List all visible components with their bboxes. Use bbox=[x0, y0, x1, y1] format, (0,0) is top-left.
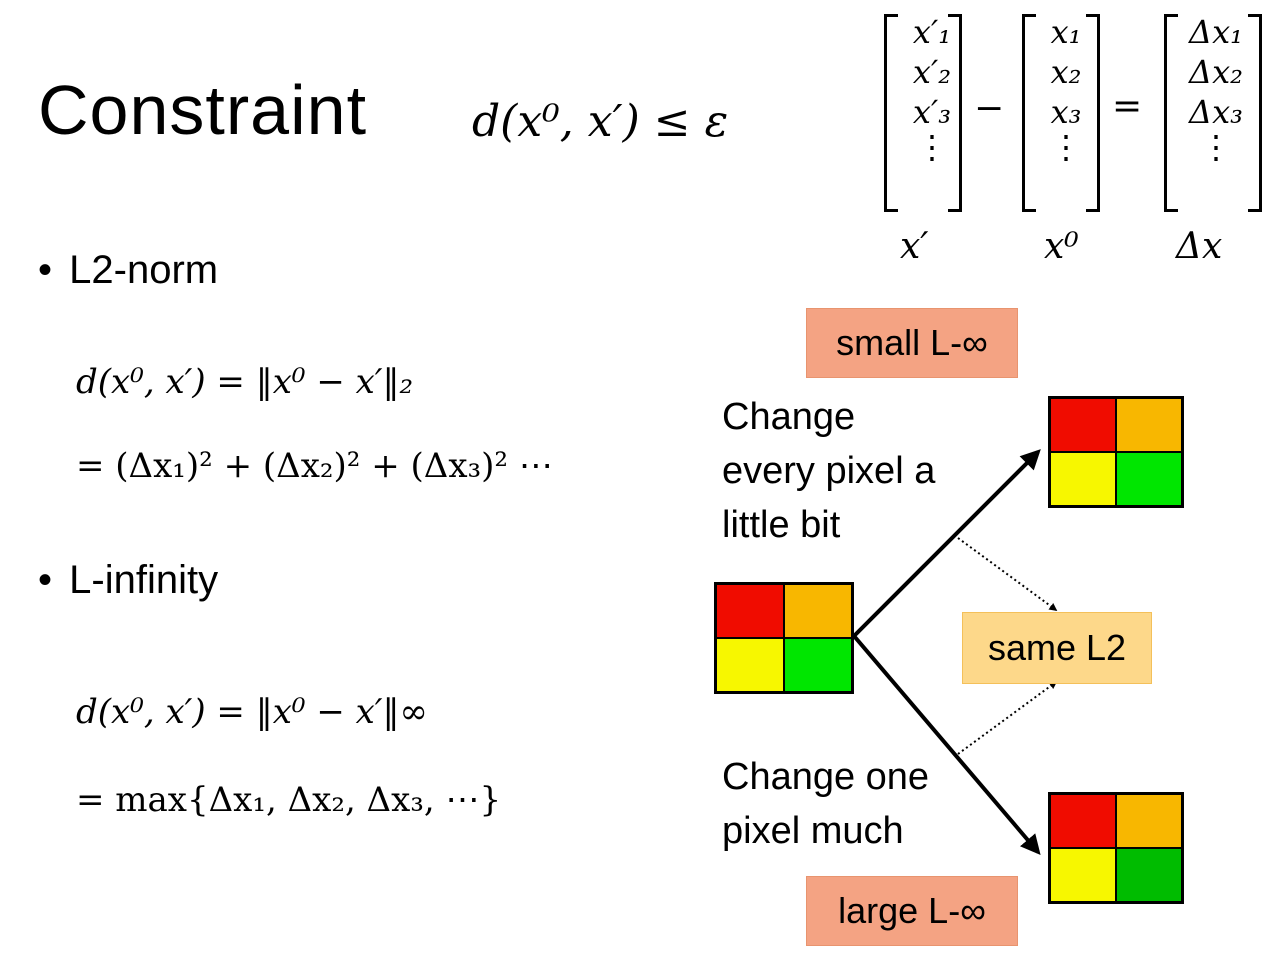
l2-formula-line1: d(x⁰, x′) = ‖x⁰ − x′‖₂ bbox=[76, 362, 414, 402]
label-x-prime: x′ bbox=[900, 226, 929, 267]
same-l2-box: same L2 bbox=[962, 612, 1152, 684]
pixel-yellow bbox=[1050, 848, 1116, 902]
pixel-yellow bbox=[1050, 452, 1116, 506]
bullet-dot: • bbox=[38, 558, 53, 602]
bracket-right-xprime bbox=[948, 14, 962, 212]
vector-entry: Δx₂ bbox=[1189, 53, 1243, 91]
text-line: pixel much bbox=[722, 810, 904, 852]
vector-entry: Δx₁ bbox=[1189, 13, 1243, 51]
vector-entry: x₂ bbox=[1050, 53, 1082, 91]
dotted-arrow-bottom bbox=[957, 681, 1058, 755]
small-linf-box: small L-∞ bbox=[806, 308, 1018, 378]
pixel-grid-large-change bbox=[1048, 792, 1184, 904]
label-x-zero: x⁰ bbox=[1044, 226, 1079, 267]
pixel-red bbox=[716, 584, 784, 638]
minus-sign: − bbox=[974, 88, 1005, 129]
change-one-pixel-text: Change one pixel much bbox=[722, 750, 929, 858]
dotted-arrow-top bbox=[957, 537, 1058, 611]
bracket-left-delta bbox=[1164, 14, 1178, 212]
vector-x-prime: x′₁ x′₂ x′₃ ⋮ bbox=[902, 12, 962, 166]
large-linf-box: large L-∞ bbox=[806, 876, 1018, 946]
l2-formula-line2: = (Δx₁)² + (Δx₂)² + (Δx₃)² ⋯ bbox=[76, 446, 553, 486]
bullet-dot: • bbox=[38, 248, 53, 292]
pixel-orange bbox=[1116, 398, 1182, 452]
bracket-left-xprime bbox=[884, 14, 898, 212]
linf-formula-line1: d(x⁰, x′) = ‖x⁰ − x′‖∞ bbox=[76, 692, 428, 732]
text-line: Change bbox=[722, 396, 856, 438]
vector-entry: x₁ bbox=[1050, 13, 1082, 51]
equals-sign: = bbox=[1112, 86, 1143, 127]
arrow-to-small-linf bbox=[852, 449, 1041, 638]
vector-delta: Δx₁ Δx₂ Δx₃ ⋮ bbox=[1176, 12, 1256, 166]
pixel-green bbox=[784, 638, 852, 692]
vector-entry: x′₃ bbox=[912, 93, 952, 131]
vector-entry: x₃ bbox=[1050, 93, 1082, 131]
bracket-right-delta bbox=[1248, 14, 1262, 212]
text-line: every pixel a bbox=[722, 450, 936, 492]
bullet-label: L2-norm bbox=[69, 248, 219, 292]
vector-entry: ⋮ bbox=[1050, 128, 1082, 166]
arrow-to-large-linf bbox=[852, 634, 1041, 856]
pixel-dark-green bbox=[1116, 848, 1182, 902]
label-delta-x: Δx bbox=[1176, 226, 1223, 267]
vector-x-zero: x₁ x₂ x₃ ⋮ bbox=[1036, 12, 1096, 166]
vector-entry: Δx₃ bbox=[1189, 93, 1243, 131]
vector-entry: x′₁ bbox=[912, 13, 952, 51]
pixel-orange bbox=[1116, 794, 1182, 848]
bullet-label: L-infinity bbox=[69, 558, 219, 602]
vector-equation: x′₁ x′₂ x′₃ ⋮ − x₁ x₂ x₃ ⋮ = Δx₁ Δx₂ Δx₃… bbox=[880, 0, 1280, 280]
pixel-orange bbox=[784, 584, 852, 638]
page-title: Constraint bbox=[38, 71, 368, 149]
pixel-red bbox=[1050, 794, 1116, 848]
pixel-yellow bbox=[716, 638, 784, 692]
vector-entry: x′₂ bbox=[912, 53, 952, 91]
bracket-left-xzero bbox=[1022, 14, 1036, 212]
vector-entry: ⋮ bbox=[1200, 128, 1232, 166]
pixel-grid-original bbox=[714, 582, 854, 694]
pixel-grid-small-change bbox=[1048, 396, 1184, 508]
vector-entry: ⋮ bbox=[916, 128, 948, 166]
pixel-red bbox=[1050, 398, 1116, 452]
change-every-pixel-text: Change every pixel a little bit bbox=[722, 390, 935, 552]
pixel-green bbox=[1116, 452, 1182, 506]
constraint-formula: d(x⁰, x′) ≤ ε bbox=[472, 96, 729, 147]
linf-formula-line2: = max{Δx₁, Δx₂, Δx₃, ⋯} bbox=[76, 780, 502, 820]
bracket-right-xzero bbox=[1086, 14, 1100, 212]
bullet-l2-norm: • L2-norm bbox=[38, 248, 218, 293]
text-line: little bit bbox=[722, 504, 841, 546]
text-line: Change one bbox=[722, 756, 930, 798]
bullet-l-infinity: • L-infinity bbox=[38, 558, 218, 603]
